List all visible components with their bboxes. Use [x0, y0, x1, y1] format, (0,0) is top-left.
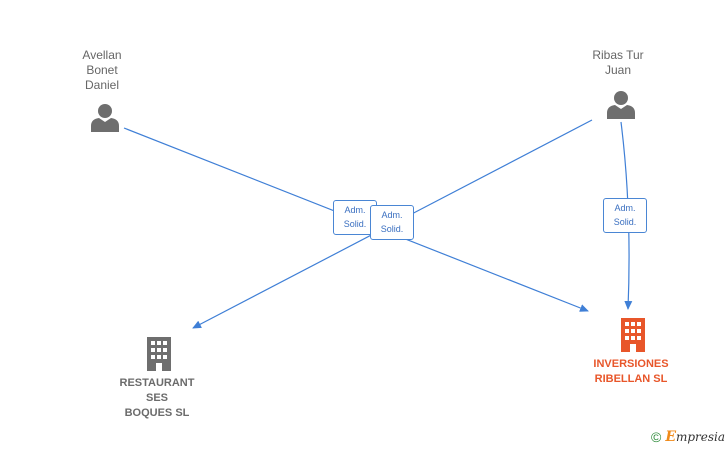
person-name-line: Juan [604, 63, 632, 77]
role-badge[interactable]: Adm. Solid. [370, 205, 414, 240]
company-name-line: SES [145, 392, 168, 404]
brand-logo-rest: mpresia [676, 430, 726, 444]
role-line: Adm. [381, 210, 403, 220]
building-icon[interactable] [144, 337, 174, 371]
company-name-line: INVERSIONES [593, 358, 669, 370]
company-name-inversiones[interactable]: INVERSIONES RIBELLAN SL [576, 357, 686, 387]
role-line: Solid. [343, 219, 367, 229]
person-name-line: Avellan [82, 48, 122, 62]
role-line: Solid. [380, 224, 404, 234]
person-name-line: Daniel [84, 78, 120, 92]
building-icon[interactable] [618, 318, 648, 352]
copyright-symbol: © [651, 429, 662, 445]
role-line: Adm. [344, 205, 366, 215]
company-name-restaurant[interactable]: RESTAURANT SES BOQUES SL [102, 376, 212, 421]
company-name-line: RESTAURANT [119, 377, 195, 389]
role-line: Solid. [613, 217, 637, 227]
company-name-line: BOQUES SL [124, 407, 190, 419]
company-name-line: RIBELLAN SL [594, 373, 668, 385]
brand-watermark: © Empresia [651, 429, 725, 445]
brand-logo-initial: E [665, 429, 676, 445]
brand-logo: Empresia [665, 429, 725, 445]
person-icon[interactable] [90, 102, 120, 132]
person-name-ribas: Ribas Tur Juan [578, 48, 658, 78]
person-name-line: Bonet [86, 63, 118, 77]
person-icon[interactable] [606, 89, 636, 119]
person-name-avellan: Avellan Bonet Daniel [62, 48, 142, 93]
role-line: Adm. [614, 203, 636, 213]
person-name-line: Ribas Tur [592, 48, 644, 62]
role-badge[interactable]: Adm. Solid. [603, 198, 647, 233]
